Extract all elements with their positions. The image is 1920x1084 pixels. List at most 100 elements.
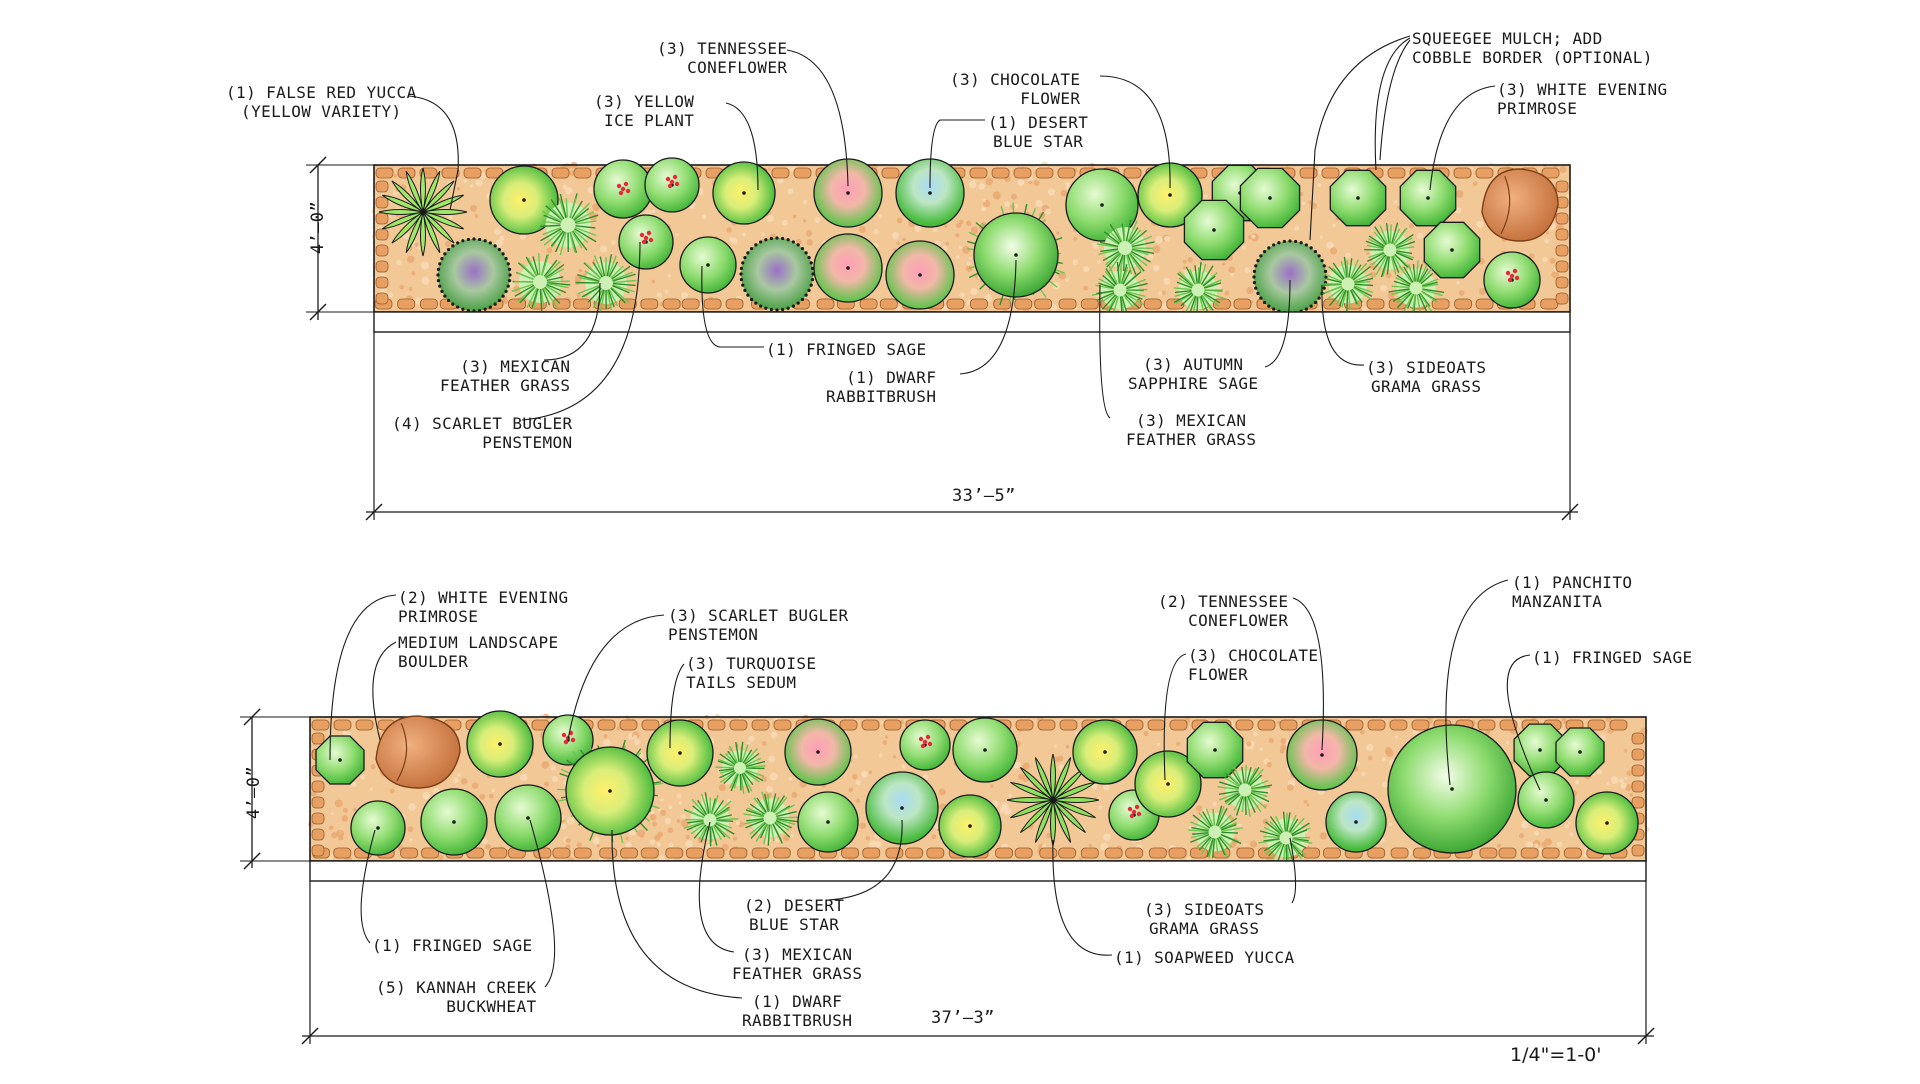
sage-dot	[1252, 275, 1255, 278]
mulch-speck	[1409, 223, 1414, 228]
mulch-speck	[409, 287, 413, 291]
sage-dot	[436, 273, 439, 276]
mulch-speck	[766, 786, 773, 793]
mulch-speck	[1035, 200, 1042, 207]
mulch-speck	[353, 808, 357, 812]
flower-dot	[668, 184, 672, 188]
cobble	[1234, 299, 1251, 309]
mulch-speck	[520, 774, 527, 781]
mulch-speck	[335, 800, 343, 808]
plant-center	[742, 191, 746, 195]
mulch-speck	[748, 735, 754, 741]
sage-dot	[801, 247, 804, 250]
sage-dot	[740, 278, 743, 281]
mulch-speck	[1294, 226, 1299, 231]
sage-dot	[502, 295, 505, 298]
mulch-speck	[542, 761, 549, 768]
cobble	[1149, 848, 1166, 858]
cobble	[886, 848, 903, 858]
flower-dot	[617, 184, 621, 188]
flower-dot	[673, 175, 677, 179]
flower-dot	[1128, 807, 1132, 811]
sage-dot	[502, 252, 505, 255]
sage-dot	[484, 308, 487, 311]
mulch-speck	[1083, 286, 1088, 291]
mulch-speck	[660, 798, 663, 801]
mulch-speck	[1459, 290, 1465, 296]
mulch-speck	[902, 765, 906, 769]
mulch-speck	[1366, 744, 1373, 751]
mulch-speck	[902, 238, 905, 241]
mulch-speck	[978, 183, 985, 190]
flower-dot	[675, 182, 679, 186]
mulch-speck	[474, 214, 478, 218]
plant-center	[452, 820, 456, 824]
cobble	[1556, 229, 1568, 240]
sage-dot	[740, 267, 743, 270]
plant-center	[918, 273, 922, 277]
mulch-speck	[1056, 232, 1059, 235]
mulch-speck	[331, 812, 334, 815]
cobble	[1521, 848, 1538, 858]
cobble	[906, 848, 923, 858]
sage-dot	[1310, 305, 1313, 308]
mulch-speck	[652, 280, 656, 284]
plant-center	[1578, 750, 1582, 754]
sage-dot	[1254, 264, 1257, 267]
cobble	[1632, 845, 1644, 856]
cobble	[376, 197, 388, 208]
cobble	[817, 299, 834, 309]
mulch-speck	[866, 836, 871, 841]
mulch-speck	[990, 785, 993, 788]
mulch-speck	[634, 739, 640, 745]
mulch-speck	[1183, 266, 1186, 269]
cobble	[1303, 848, 1320, 858]
sage-dot	[494, 303, 497, 306]
cobble	[574, 168, 591, 178]
mulch-speck	[966, 221, 972, 227]
mulch-speck	[892, 232, 899, 239]
mulch-speck	[1320, 832, 1327, 839]
mulch-speck	[625, 842, 631, 848]
mulch-speck	[1332, 224, 1335, 227]
mulch-speck	[939, 789, 946, 796]
mulch-speck	[660, 810, 666, 816]
mulch-speck	[1251, 235, 1255, 239]
cobble	[1322, 168, 1339, 178]
plant-center	[983, 748, 987, 752]
mulch-speck	[1550, 258, 1556, 264]
mulch-speck	[408, 803, 416, 811]
mulch-speck	[565, 838, 570, 843]
mulch-speck	[681, 292, 688, 299]
plant-center	[1168, 193, 1172, 197]
cobble	[376, 213, 388, 224]
sage-dot	[746, 251, 749, 254]
flower-dot	[649, 238, 653, 242]
mulch-speck	[1360, 729, 1365, 734]
sage-dot	[507, 262, 510, 265]
cobble	[1058, 168, 1075, 178]
cobble	[1556, 277, 1568, 288]
mulch-speck	[650, 839, 655, 844]
cobble	[356, 720, 373, 730]
sage-dot	[1288, 239, 1291, 242]
mulch-speck	[768, 167, 771, 170]
sage-dot	[484, 239, 487, 242]
sage-dot	[1310, 246, 1313, 249]
flower-dot	[1135, 805, 1139, 809]
cobble	[1144, 299, 1161, 309]
cobble	[730, 848, 747, 858]
mulch-speck	[1534, 831, 1539, 836]
mulch-speck	[421, 262, 429, 270]
mulch-speck	[1607, 782, 1610, 785]
mulch-speck	[1382, 757, 1386, 761]
cobble	[970, 299, 987, 309]
mulch-speck	[331, 832, 337, 838]
sage-dot	[508, 273, 511, 276]
